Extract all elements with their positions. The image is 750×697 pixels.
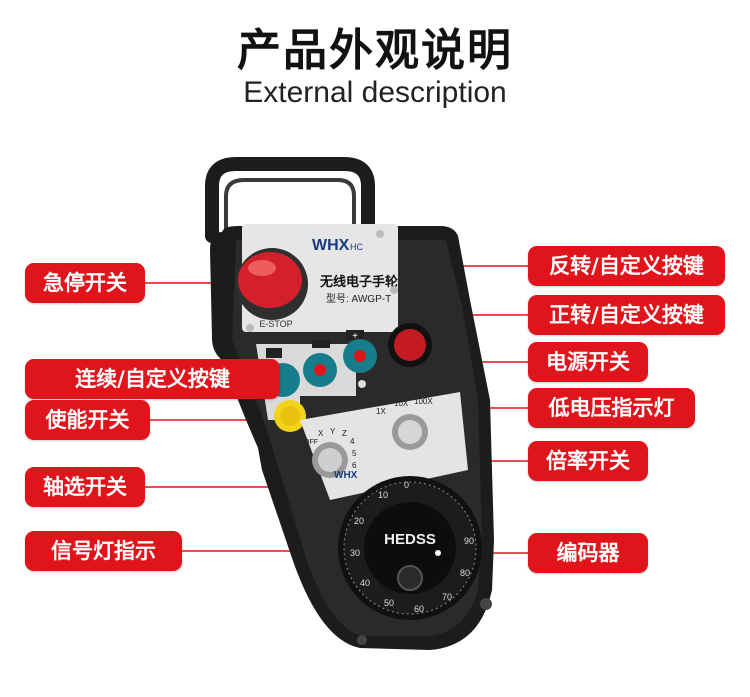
estop-label: E-STOP	[259, 319, 292, 329]
callout-multiplier: 倍率开关	[528, 441, 648, 481]
mult-label-10x: 10X	[394, 399, 409, 408]
mult-label-100x: 100X	[414, 397, 433, 406]
wheel-brand: HEDSS	[384, 531, 436, 548]
callout-power: 电源开关	[528, 342, 648, 382]
power-switch[interactable]	[394, 329, 426, 361]
enable-label: MPG Enable	[318, 407, 358, 414]
axis-label-z: Z	[342, 429, 347, 438]
callout-reverse: 反转/自定义按键	[528, 246, 725, 286]
page-title: 产品外观说明	[237, 25, 513, 76]
callout-signal: 信号灯指示	[25, 531, 182, 571]
callout-lowvolt: 低电压指示灯	[528, 388, 695, 428]
page-subtitle: External description	[243, 76, 507, 109]
axis-label-4: 4	[350, 437, 355, 446]
callout-estop: 急停开关	[25, 263, 145, 303]
svg-text:+: +	[352, 331, 358, 342]
dial-number-80: 80	[460, 568, 470, 578]
dial-number-90: 90	[464, 536, 474, 546]
model-label: 型号: AWGP-T	[326, 292, 391, 305]
wheel-crank-knob	[397, 565, 423, 591]
dial-number-10: 10	[378, 490, 388, 500]
axis-label-6: 6	[352, 461, 357, 470]
callout-encoder: 编码器	[528, 533, 648, 573]
estop-button	[238, 252, 302, 308]
dial-number-20: 20	[354, 516, 364, 526]
dial-number-40: 40	[360, 578, 370, 588]
axis-label-x: X	[318, 429, 324, 438]
axis-label-5: 5	[352, 449, 357, 458]
brand-logo: WHX	[312, 237, 350, 254]
product-name: 无线电子手轮	[319, 274, 398, 290]
dial-number-60: 60	[414, 604, 424, 614]
callout-enable: 使能开关	[25, 400, 150, 440]
dial-number-50: 50	[384, 598, 394, 608]
plus-icon	[346, 330, 364, 340]
callout-continuous: 连续/自定义按键	[25, 359, 280, 399]
mult-label-1x: 1X	[376, 407, 386, 416]
axis-label-y: Y	[330, 427, 336, 436]
carry-handle	[205, 157, 375, 243]
wave-icon	[266, 348, 282, 358]
minus-icon	[312, 340, 330, 348]
dial-number-0: 0	[404, 480, 409, 490]
callout-axis: 轴选开关	[25, 467, 145, 507]
dial-number-70: 70	[442, 592, 452, 602]
callout-forward: 正转/自定义按键	[528, 295, 725, 335]
low-voltage-led	[358, 380, 366, 388]
encoder-wheel[interactable]	[364, 502, 456, 594]
mini-brand-logo: WHX	[334, 470, 358, 481]
dial-number-30: 30	[350, 548, 360, 558]
brand-sub: HC	[350, 242, 363, 252]
axis-label-off: OFF	[304, 439, 318, 446]
